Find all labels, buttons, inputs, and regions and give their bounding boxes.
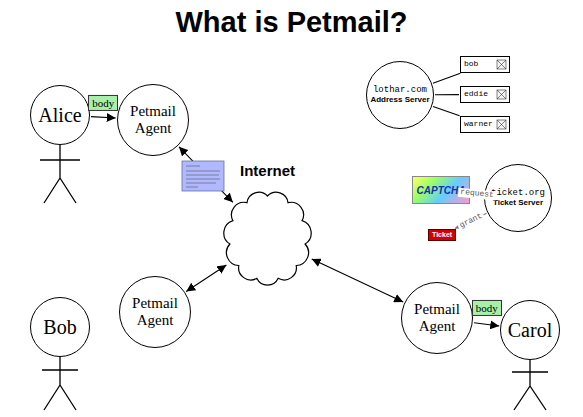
address-box: bob [460,56,510,73]
connector [474,323,499,326]
node-label: Internet [240,163,295,180]
node-content: warner [464,120,493,129]
address-box: warner [460,116,510,133]
message-body-tag: body [88,95,118,111]
connector [435,94,459,95]
slide-title: What is Petmail? [0,6,583,39]
node-content: Petmail Agent [124,103,182,136]
person-circle: Carol [500,300,560,360]
agent-circle: Petmail Agent [117,84,190,157]
server-circle: lothar.comAddress Server [366,61,434,129]
node-sublabel: Address Server [370,96,429,105]
stick-figure [42,357,78,410]
stick-figure [40,145,80,203]
connector [186,265,226,291]
node-content: Petmail Agent [126,295,184,328]
connector [433,106,460,115]
cloud-outline [220,188,315,288]
cloud-shape [224,192,311,285]
node-content: Alice [38,104,81,126]
connector [91,117,116,118]
node-label: Alice [38,104,81,126]
node-content: Bob [43,316,76,338]
agent-circle: Petmail Agent [119,276,192,349]
node-label: Ticket [432,231,452,239]
node-label: ticket.org [491,189,545,199]
node-label: eddie [464,90,488,99]
connector [433,73,460,83]
node-content: bob [464,60,478,69]
connector [179,147,233,203]
message-envelope [182,161,224,191]
node-content: ticket.orgTicket Server [491,189,545,208]
connector [312,259,403,302]
stick-figure [512,360,548,410]
mailbox-icon [497,60,506,129]
node-content: Internet [220,163,315,180]
message-body-tag: body [472,300,502,316]
node-label: Petmail Agent [124,103,182,136]
node-label: lothar.com [373,86,427,96]
node-content: Ticket [432,231,452,239]
flow-label: grant [456,211,485,231]
address-box: eddie [460,86,510,103]
node-content: lothar.comAddress Server [370,86,429,105]
node-content: Carol [508,319,552,341]
internet-cloud: Internet [220,163,315,288]
person-circle: Bob [30,297,90,357]
node-label: bob [464,60,478,69]
node-content: Petmail Agent [408,301,466,334]
node-sublabel: Ticket Server [493,199,543,208]
agent-circle: Petmail Agent [401,282,474,355]
node-content: eddie [464,90,488,99]
node-label: Bob [43,316,76,338]
node-label: Petmail Agent [126,295,184,328]
ticket-token: Ticket [428,229,456,241]
node-label: warner [464,120,493,129]
person-circle: Alice [30,85,90,145]
node-label: Petmail Agent [408,301,466,334]
node-label: Carol [508,319,552,341]
